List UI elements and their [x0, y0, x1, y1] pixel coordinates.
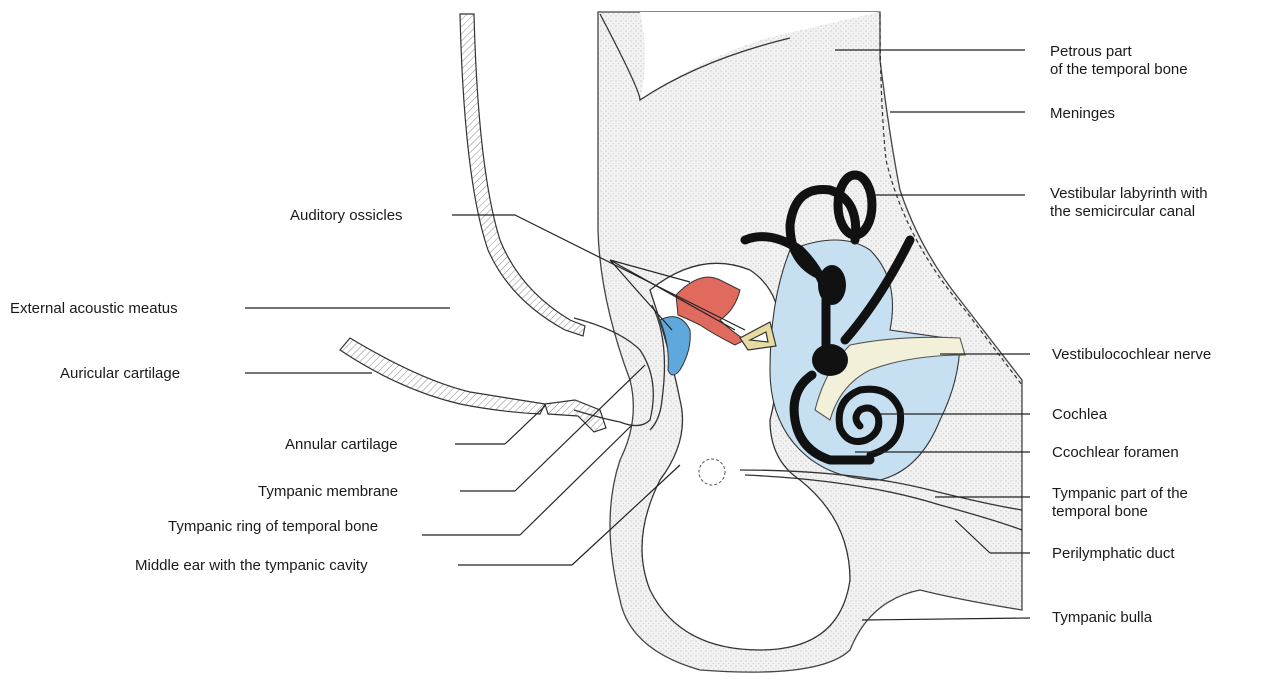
label-vestibular-line2: the semicircular canal [1050, 203, 1195, 220]
label-annular-cartilage: Annular cartilage [285, 436, 398, 453]
label-petrous-line1: Petrous part [1050, 43, 1133, 60]
label-tympanic-membrane: Tympanic membrane [258, 483, 398, 500]
label-external-acoustic-meatus: External acoustic meatus [10, 300, 178, 317]
auricular-cartilage [340, 338, 545, 414]
vestibule [812, 344, 848, 376]
label-auditory-ossicles: Auditory ossicles [290, 207, 403, 224]
label-tympanic-part-line1: Tympanic part of the [1052, 485, 1188, 502]
label-tympanic-bulla: Tympanic bulla [1052, 609, 1153, 626]
label-vestibulocochlear-nerve: Vestibulocochlear nerve [1052, 346, 1211, 363]
label-tympanic-part-line2: temporal bone [1052, 503, 1148, 520]
label-petrous-line2: of the temporal bone [1050, 61, 1188, 78]
label-tympanic-ring: Tympanic ring of temporal bone [168, 518, 378, 535]
label-auricular-cartilage: Auricular cartilage [60, 365, 180, 382]
label-vestibular-line1: Vestibular labyrinth with [1050, 185, 1208, 202]
label-cochlear-foramen: Ccochlear foramen [1052, 444, 1179, 461]
label-perilymphatic-duct: Perilymphatic duct [1052, 545, 1175, 562]
label-meninges: Meninges [1050, 105, 1115, 122]
label-cochlea: Cochlea [1052, 406, 1108, 423]
ear-canal-upper-wall [460, 14, 585, 336]
label-middle-ear: Middle ear with the tympanic cavity [135, 557, 368, 574]
